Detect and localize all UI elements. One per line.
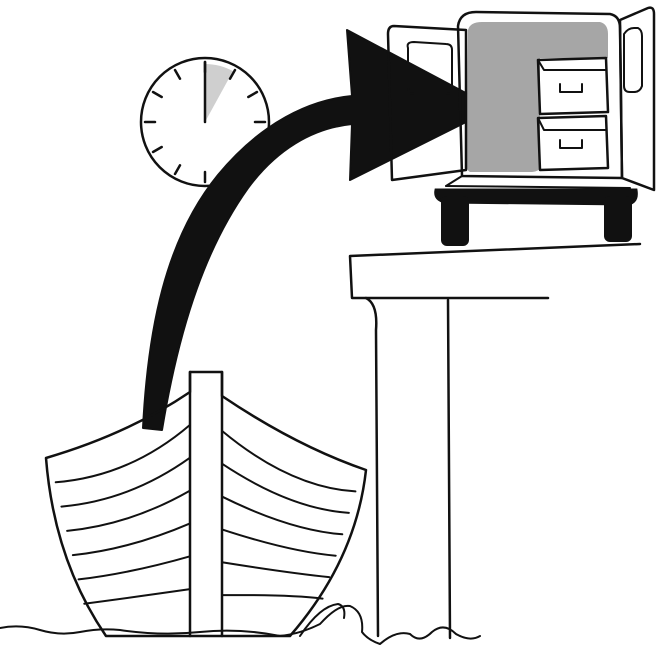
boat-planks bbox=[56, 425, 356, 604]
door-right-panel bbox=[624, 28, 642, 92]
drawer-bottom bbox=[538, 116, 608, 170]
boat-plank-line bbox=[222, 529, 336, 555]
boat-hull bbox=[46, 372, 366, 636]
pier-deck bbox=[350, 244, 640, 298]
water-line bbox=[0, 606, 480, 644]
drawer-top bbox=[538, 58, 608, 114]
drawer-top-handle bbox=[560, 84, 582, 92]
cabinet-door-right bbox=[620, 8, 654, 190]
pier-icon bbox=[350, 244, 640, 638]
boat-plank-line bbox=[222, 431, 355, 492]
boat-icon bbox=[46, 372, 366, 636]
drawer-bottom-handle bbox=[560, 140, 582, 148]
cabinet-stand-leg-left bbox=[441, 196, 469, 246]
boat-plank-line bbox=[222, 595, 323, 598]
boat-plank-line bbox=[222, 562, 329, 577]
boat-plank-line bbox=[222, 497, 342, 535]
pier-post bbox=[366, 298, 450, 638]
boat-plank-line bbox=[56, 425, 190, 482]
boat-plank-line bbox=[84, 589, 190, 604]
boat-plank-line bbox=[67, 491, 190, 531]
boat-plank-line bbox=[79, 556, 190, 579]
cabinet-drawers bbox=[538, 58, 608, 170]
cabinet-interior bbox=[466, 22, 608, 172]
cabinet-stand-leg-right bbox=[604, 196, 632, 242]
